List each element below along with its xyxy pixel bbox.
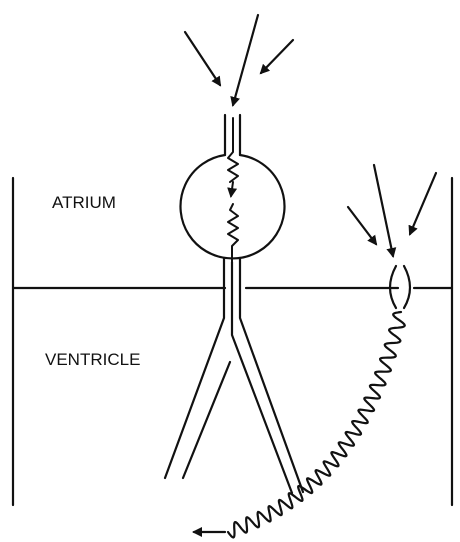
node-squiggle-arrow: [231, 182, 233, 196]
secondary-arrow-center: [374, 165, 393, 256]
atrium-label: ATRIUM: [52, 193, 116, 212]
input-arrow-center: [233, 15, 258, 105]
input-arrow-right: [261, 40, 293, 73]
wavy-accessory-pathway: [228, 312, 405, 538]
node-lower-squiggle: [228, 204, 238, 262]
secondary-arrow-right: [410, 173, 436, 234]
secondary-arrow-left: [348, 207, 376, 244]
ventricle-label: VENTRICLE: [45, 350, 140, 369]
input-arrow-left: [185, 32, 220, 85]
accessory-junction-right-bracket: [404, 266, 410, 308]
node-internal-squiggle: [228, 118, 238, 182]
bundle-lower-right: [240, 258, 303, 492]
bundle-lower-left: [165, 258, 224, 478]
left-branch-inner: [183, 362, 230, 478]
